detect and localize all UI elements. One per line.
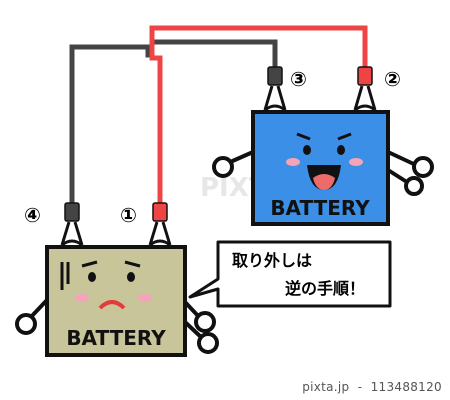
good-battery: BATTERY xyxy=(212,110,434,226)
speech-bubble-line1: 取り外しは xyxy=(232,251,312,270)
happy-face xyxy=(286,132,363,190)
clamp-4 xyxy=(60,202,84,247)
good-battery-right-hand xyxy=(412,156,434,178)
dead-battery-left-hand xyxy=(15,313,37,335)
clamp-3 xyxy=(263,66,287,112)
clamp-1 xyxy=(148,202,172,247)
footer-id: 113488120 xyxy=(370,380,442,394)
good-battery-label: BATTERY xyxy=(270,196,370,220)
good-battery-left-hand xyxy=(212,156,234,178)
marker-2: ② xyxy=(384,67,401,91)
marker-1: ① xyxy=(120,203,137,227)
marker-4: ④ xyxy=(24,203,41,227)
speech-bubble-line2: 逆の手順！ xyxy=(285,279,365,298)
clamp-2 xyxy=(353,66,377,112)
positive-cable xyxy=(149,25,368,205)
footer-credit: pixta.jp - 113488120 xyxy=(302,380,442,394)
speech-bubble: 取り外しは 逆の手順！ xyxy=(188,240,392,308)
sad-face xyxy=(60,260,152,310)
marker-3: ③ xyxy=(290,67,307,91)
footer-brand: pixta.jp xyxy=(302,380,350,394)
dead-battery-label: BATTERY xyxy=(66,326,166,350)
dead-battery-right-hand xyxy=(194,311,216,333)
dead-battery: BATTERY xyxy=(15,245,219,357)
